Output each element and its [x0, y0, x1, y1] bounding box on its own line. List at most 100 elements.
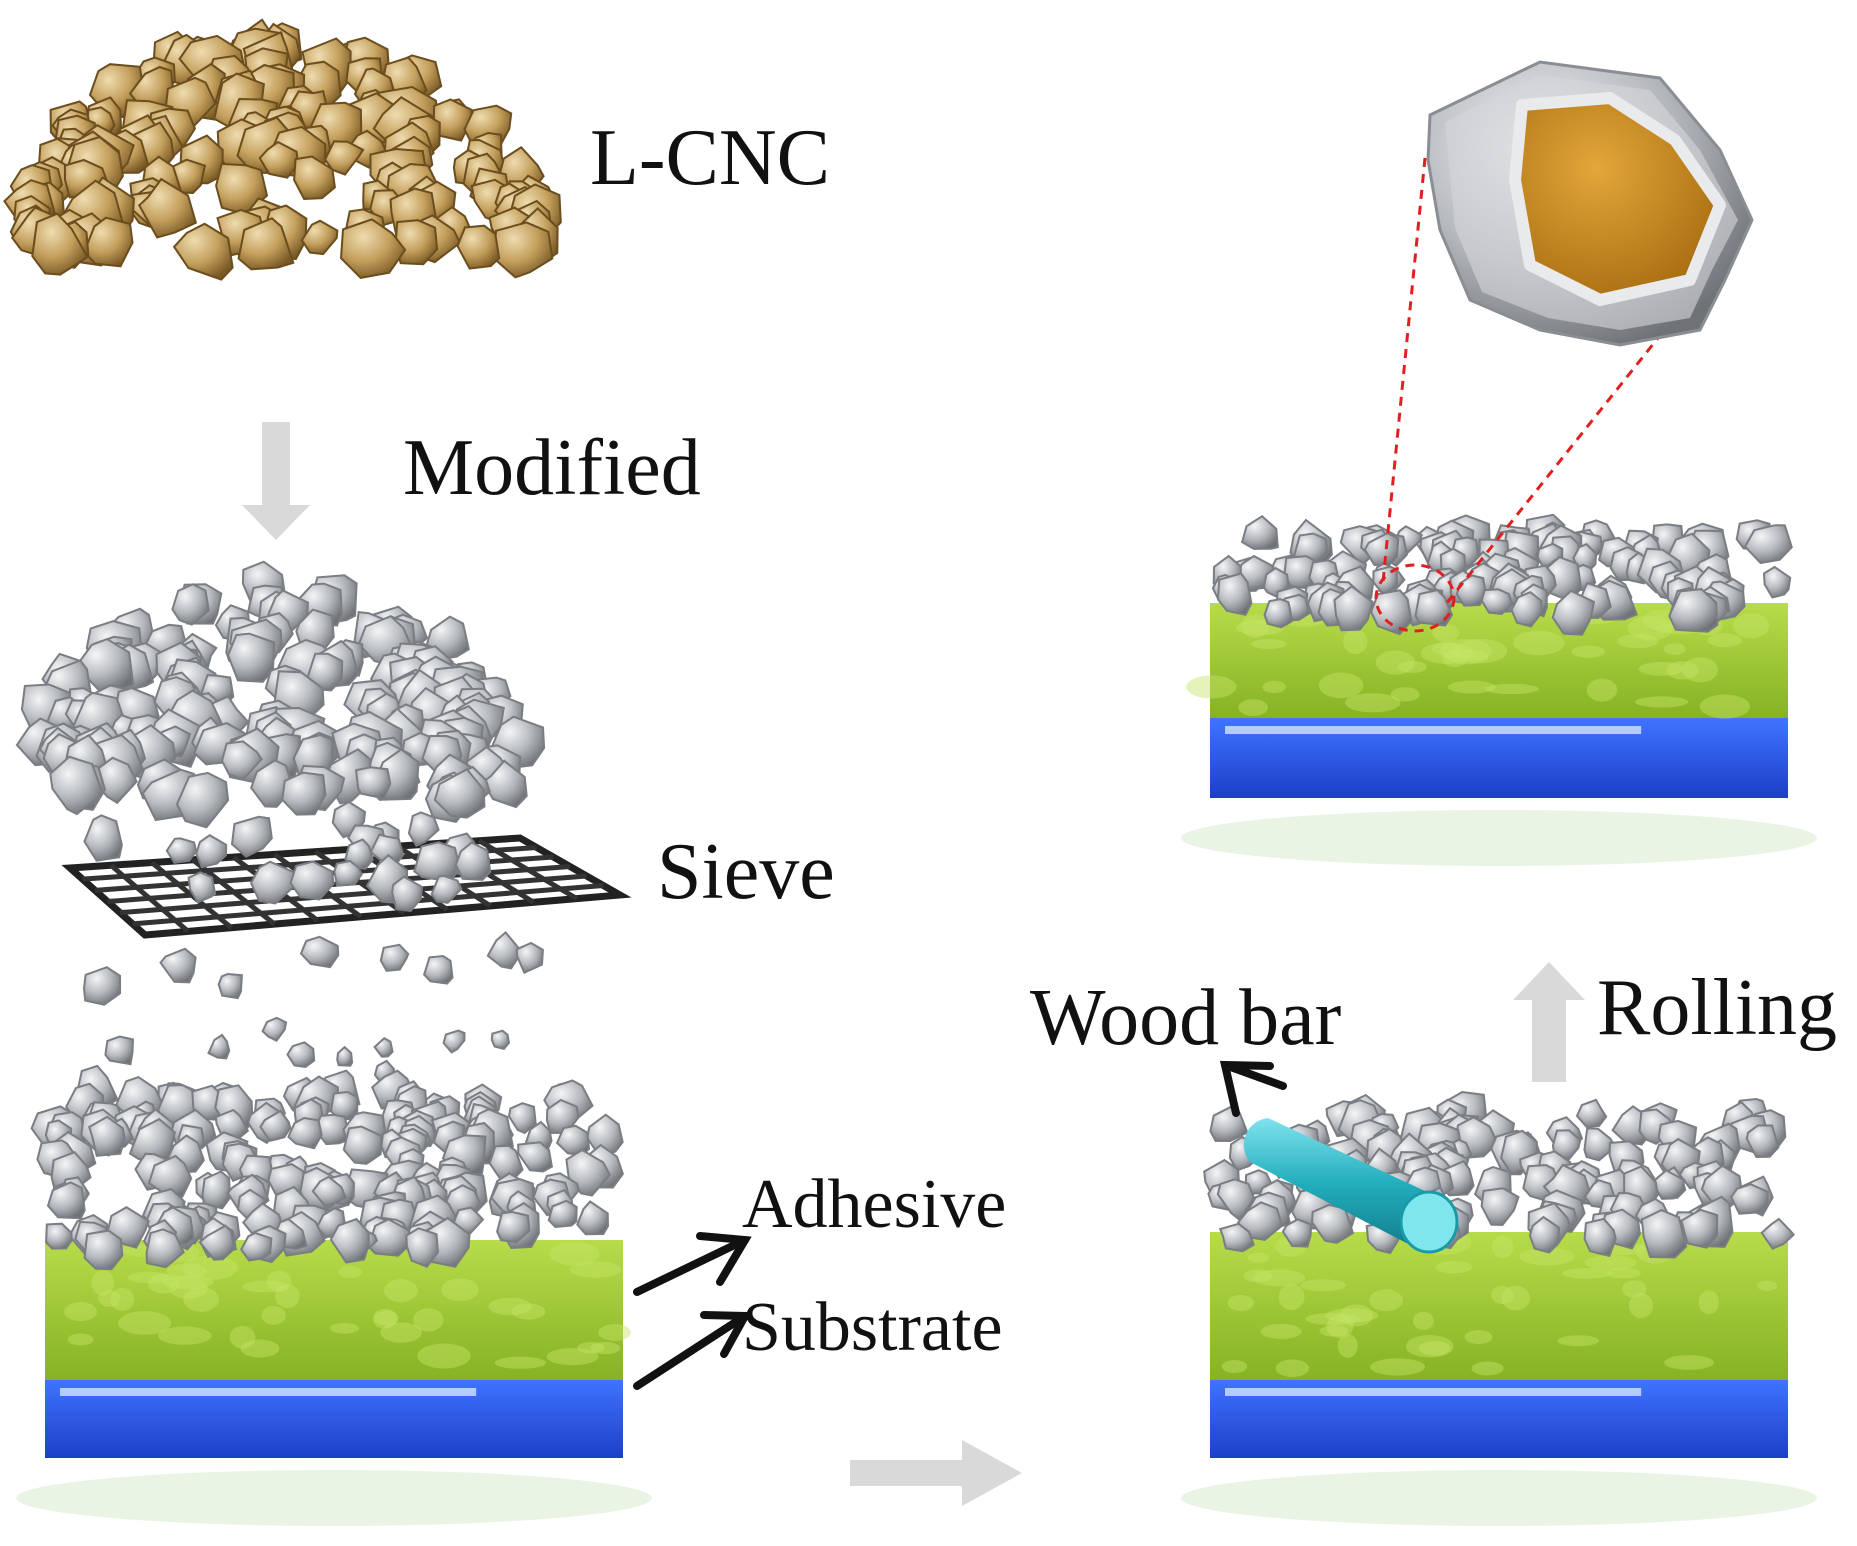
- particle: [249, 860, 298, 905]
- particle: [515, 941, 544, 975]
- adhesive-texture: [1405, 1335, 1454, 1358]
- particle: [300, 219, 339, 256]
- adhesive-texture: [166, 1263, 207, 1279]
- particle: [394, 219, 439, 266]
- particle: [1745, 1124, 1780, 1159]
- particle: [342, 1125, 383, 1165]
- adhesive-pointer-arrow-icon: [633, 1232, 752, 1296]
- adhesive-texture: [1375, 650, 1416, 675]
- particle: [442, 1029, 466, 1054]
- adhesive-texture: [1557, 1335, 1600, 1347]
- particle: [104, 1035, 135, 1066]
- adhesive-texture: [1621, 1280, 1647, 1298]
- particle: [456, 224, 501, 270]
- adhesive-texture: [1441, 650, 1467, 668]
- adhesive-texture: [494, 1356, 547, 1369]
- particle: [1583, 1127, 1617, 1162]
- adhesive-texture: [1339, 1304, 1373, 1327]
- particle: [227, 632, 276, 683]
- adhesive-texture: [374, 1310, 399, 1326]
- adhesive-texture: [1319, 1325, 1349, 1337]
- adhesive-texture: [1227, 1294, 1255, 1312]
- particle: [237, 217, 295, 271]
- particle: [329, 1090, 359, 1121]
- adhesive-texture: [1501, 1285, 1531, 1311]
- adhesive-texture: [1453, 638, 1508, 664]
- adhesive-texture: [576, 1342, 605, 1354]
- adhesive-texture: [1247, 1252, 1270, 1263]
- adhesive-texture: [182, 1255, 238, 1281]
- adhesive-texture: [1435, 1261, 1473, 1274]
- particle: [1240, 514, 1279, 550]
- particle: [281, 771, 327, 816]
- particle: [339, 218, 407, 279]
- particle: [430, 874, 463, 904]
- adhesive-texture: [64, 1302, 97, 1322]
- adhesive-texture: [1606, 1267, 1641, 1279]
- particle: [201, 1170, 232, 1210]
- particle: [171, 583, 210, 626]
- particle: [433, 768, 486, 819]
- particle: [1551, 589, 1596, 636]
- block-shadow: [1181, 1470, 1817, 1526]
- adhesive-texture: [275, 1284, 300, 1309]
- adhesive-texture: [372, 1308, 398, 1329]
- particle: [175, 771, 230, 829]
- adhesive-texture: [413, 1308, 444, 1332]
- adhesive-texture: [1757, 1280, 1778, 1291]
- adhesive-texture: [1663, 643, 1686, 655]
- adhesive-texture: [1397, 660, 1427, 673]
- adhesive-texture: [169, 1277, 208, 1299]
- adhesive-texture: [590, 1341, 621, 1355]
- wood-bar-pointer-arrow-icon: [1219, 1060, 1287, 1117]
- adhesive-texture: [1707, 633, 1742, 648]
- particle: [333, 859, 363, 887]
- particle: [83, 216, 134, 268]
- particle: [373, 1036, 394, 1058]
- adhesive-texture: [384, 1279, 418, 1303]
- adhesive-texture: [1238, 699, 1269, 717]
- adhesive-texture: [1617, 633, 1659, 649]
- adhesive-layer: [1210, 1232, 1788, 1380]
- adhesive-texture: [1300, 1279, 1347, 1292]
- adhesive-texture: [148, 1273, 180, 1294]
- adhesive-texture: [441, 1278, 479, 1301]
- rolling-label: Rolling: [1597, 964, 1838, 1052]
- adhesive-texture: [1638, 661, 1685, 676]
- adhesive-texture: [98, 1289, 121, 1307]
- adhesive-texture: [1186, 675, 1237, 699]
- adhesive-texture: [1262, 680, 1286, 694]
- particle: [496, 1210, 531, 1244]
- adhesive-texture: [1418, 1341, 1451, 1356]
- particle: [88, 1115, 126, 1157]
- particle: [258, 140, 300, 179]
- particle: [165, 837, 198, 864]
- particle: [1414, 589, 1454, 627]
- substrate-layer: [1210, 1380, 1788, 1458]
- substrate-highlight: [1225, 726, 1642, 734]
- particle: [1640, 1209, 1688, 1259]
- coated-block-left: [16, 1064, 652, 1526]
- adhesive-texture: [488, 1297, 532, 1316]
- adhesive-texture: [1252, 1269, 1306, 1287]
- substrate-pointer-arrow-icon: [633, 1311, 752, 1390]
- pointer-arrows: [633, 1060, 1287, 1390]
- particle: [1583, 1217, 1617, 1258]
- adhesive-texture: [1447, 680, 1496, 694]
- particle: [83, 1229, 124, 1271]
- adhesive-texture: [183, 1286, 220, 1312]
- adhesive-label: Adhesive: [742, 1166, 1007, 1243]
- particle: [481, 759, 528, 809]
- particle: [172, 222, 234, 281]
- particle: [187, 871, 217, 904]
- adhesive-texture: [229, 1325, 256, 1349]
- adhesive-texture: [162, 1275, 214, 1290]
- particle: [407, 811, 440, 847]
- adhesive-texture: [1337, 1333, 1358, 1358]
- zoom-particle: [1426, 60, 1754, 347]
- particle: [454, 841, 492, 881]
- adhesive-texture: [1324, 1308, 1379, 1323]
- adhesive-texture: [1275, 1359, 1310, 1378]
- adhesive-texture: [127, 1271, 170, 1284]
